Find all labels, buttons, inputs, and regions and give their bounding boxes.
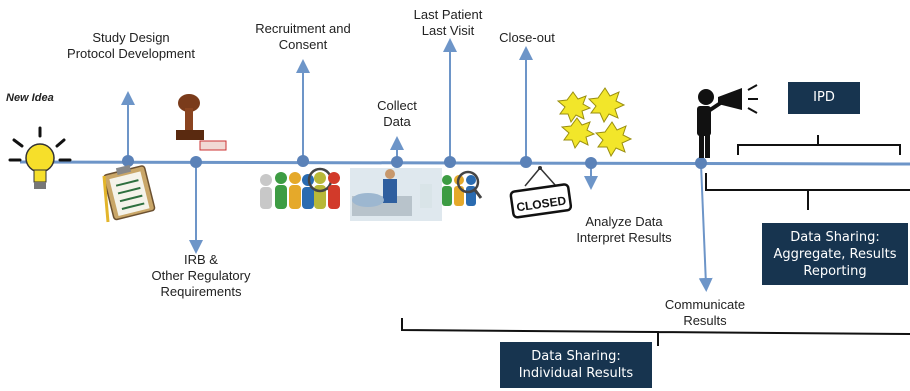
closed-sign-icon xyxy=(509,166,573,219)
pencil-icon xyxy=(102,175,110,223)
patient-care-photo xyxy=(350,168,442,221)
label-irb: IRB & Other Regulatory Requirements xyxy=(151,252,251,299)
bracket-ipd xyxy=(737,135,901,155)
starburst-icons xyxy=(556,87,633,158)
people-group-icon-2 xyxy=(442,170,483,206)
label-collect-data: Collect Data xyxy=(377,98,417,129)
timeline-nodes xyxy=(122,155,707,169)
lightbulb-icon xyxy=(8,126,72,189)
node-collect-data xyxy=(391,156,403,168)
box-ipd: IPD xyxy=(788,82,860,114)
milestone-arrows xyxy=(121,38,713,292)
arrow-communicate xyxy=(698,163,713,292)
label-last-patient: Last Patient Last Visit xyxy=(413,7,483,38)
label-new-idea: New Idea xyxy=(6,92,54,104)
bracket-individual xyxy=(401,318,910,346)
label-communicate: Communicate Results xyxy=(664,297,746,328)
node-recruitment xyxy=(297,155,309,167)
node-analyze xyxy=(585,157,597,169)
box-aggregate-sharing: Data Sharing: Aggregate, Results Reporti… xyxy=(762,223,908,285)
bracket-aggregate xyxy=(705,173,910,210)
node-closeout xyxy=(520,156,532,168)
stamp-icon xyxy=(176,94,227,151)
node-last-patient xyxy=(444,156,456,168)
label-analyze: Analyze Data Interpret Results xyxy=(576,214,672,245)
label-closeout: Close-out xyxy=(499,30,555,45)
node-communicate xyxy=(695,157,707,169)
brackets xyxy=(401,135,910,346)
people-group-icon xyxy=(260,167,340,209)
timeline-line xyxy=(19,160,910,166)
label-study-design: Study Design Protocol Development xyxy=(67,30,195,61)
box-individual-sharing: Data Sharing: Individual Results xyxy=(500,342,652,388)
label-recruitment: Recruitment and Consent xyxy=(255,21,351,52)
megaphone-person-icon xyxy=(697,84,758,158)
clipboard-icon xyxy=(103,164,156,221)
node-irb xyxy=(190,156,202,168)
closed-sign-text: CLOSED xyxy=(516,194,568,215)
node-study-design xyxy=(122,155,134,167)
